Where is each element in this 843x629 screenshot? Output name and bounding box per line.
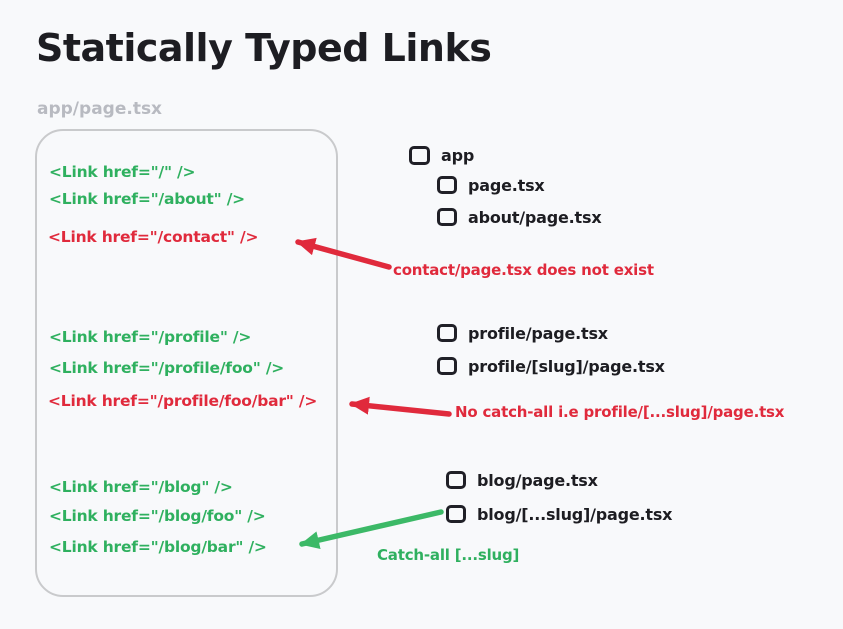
tree-item-label: blog/[...slug]/page.tsx bbox=[477, 504, 673, 524]
checkbox-icon bbox=[437, 208, 457, 226]
tree-item-page: page.tsx bbox=[437, 173, 545, 197]
tree-item-profile-page: profile/page.tsx bbox=[437, 321, 608, 345]
tree-item-blog-catchall-page: blog/[...slug]/page.tsx bbox=[446, 502, 673, 526]
tree-item-label: profile/[slug]/page.tsx bbox=[468, 356, 665, 376]
code-line-blog-bar: <Link href="/blog/bar" /> bbox=[49, 538, 267, 556]
checkbox-icon bbox=[437, 357, 457, 375]
checkbox-icon bbox=[446, 471, 466, 489]
tree-item-label: about/page.tsx bbox=[468, 207, 602, 227]
tree-item-app: app bbox=[409, 143, 474, 167]
tree-item-about-page: about/page.tsx bbox=[437, 205, 602, 229]
code-line-blog-foo: <Link href="/blog/foo" /> bbox=[49, 507, 266, 525]
annotation-contact-missing: contact/page.tsx does not exist bbox=[393, 261, 654, 279]
code-line-about: <Link href="/about" /> bbox=[49, 190, 245, 208]
checkbox-icon bbox=[409, 145, 430, 165]
tree-item-label: app bbox=[441, 145, 475, 165]
checkbox-icon bbox=[446, 505, 466, 523]
annotation-no-catch-all: No catch-all i.e profile/[...slug]/page.… bbox=[455, 403, 785, 421]
code-line-profile: <Link href="/profile" /> bbox=[49, 328, 252, 346]
tree-item-profile-slug-page: profile/[slug]/page.tsx bbox=[437, 354, 665, 378]
checkbox-icon bbox=[437, 176, 457, 194]
tree-item-label: page.tsx bbox=[468, 175, 545, 195]
checkbox-icon bbox=[437, 324, 457, 342]
code-line-root: <Link href="/" /> bbox=[49, 163, 196, 181]
code-snippet-box bbox=[35, 129, 338, 597]
code-file-label: app/page.tsx bbox=[37, 99, 163, 119]
tree-item-label: profile/page.tsx bbox=[468, 323, 608, 343]
page-title: Statically Typed Links bbox=[36, 26, 492, 70]
annotation-catch-all: Catch-all [...slug] bbox=[377, 546, 520, 564]
tree-item-blog-page: blog/page.tsx bbox=[446, 468, 598, 492]
code-line-blog: <Link href="/blog" /> bbox=[49, 478, 233, 496]
tree-item-label: blog/page.tsx bbox=[477, 470, 598, 490]
no-catch-all-arrow-icon bbox=[349, 396, 452, 417]
code-line-profile-foo-bar: <Link href="/profile/foo/bar" /> bbox=[48, 392, 318, 410]
code-line-contact: <Link href="/contact" /> bbox=[48, 228, 259, 246]
code-line-profile-foo: <Link href="/profile/foo" /> bbox=[49, 359, 285, 377]
